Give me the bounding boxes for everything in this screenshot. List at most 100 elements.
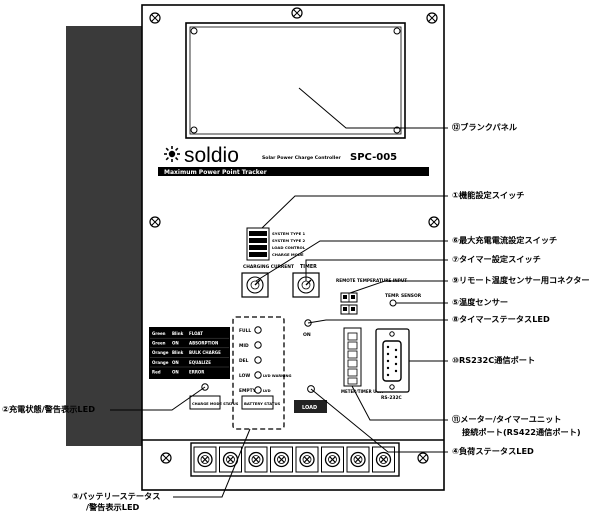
dip-switch-block[interactable] (246, 227, 270, 261)
battery-led-label: FULL (239, 328, 251, 334)
terminal-screw[interactable] (244, 446, 268, 473)
terminal-screw[interactable] (372, 446, 395, 473)
model-number: SPC-005 (350, 152, 397, 163)
panel-screw (160, 452, 172, 464)
battery-status-led (254, 341, 262, 349)
callout-text: タイマー設定スイッチ (458, 254, 541, 264)
temp-sensor (389, 299, 397, 307)
brand-tagline: Maximum Power Point Tracker (164, 169, 267, 176)
terminal-screw[interactable] (295, 446, 319, 473)
battery-led-label: LOW (239, 373, 250, 379)
callout-load-status-led: ④負荷ステータスLED (452, 446, 534, 457)
brand-name: soldio (184, 144, 239, 167)
callout-text: 充電状態/警告表示LED (8, 404, 96, 414)
status-table-cell: FLOAT (189, 331, 203, 336)
rs232c-port[interactable] (375, 328, 410, 393)
empty-extra-label: LVD (263, 389, 271, 393)
callout-rs232c-port: ⑩RS232C通信ポート (452, 355, 535, 366)
meter-timer-unit-port[interactable] (343, 327, 362, 387)
remote-sensor-label: REMOTE TEMPERATURE INPUT (336, 278, 407, 283)
callout-function-switch: ①機能設定スイッチ (452, 190, 524, 201)
status-table-cell: Orange (152, 350, 169, 355)
dip-switch-label: SYSTEM TYPE 1 (272, 231, 306, 236)
charging-current-switch[interactable] (241, 272, 269, 298)
status-table-cell: Green (152, 331, 166, 336)
status-table-cell: BULK CHARGE (189, 350, 221, 355)
status-table-cell: ERROR (189, 369, 204, 374)
panel-screw (190, 126, 198, 134)
callout-number: ⑦ (452, 254, 459, 264)
dip-switch-label: CHARGE MODE (272, 252, 304, 257)
battery-status-led (254, 356, 262, 364)
callout-text: リモート温度センサー用コネクター (458, 275, 590, 285)
panel-screw (149, 12, 161, 24)
status-table-cell: ON (172, 341, 179, 346)
status-table-cell: EQUALIZE (189, 360, 211, 365)
terminal-screw[interactable] (321, 446, 344, 473)
callout-text: /警告表示LED (86, 502, 140, 512)
terminal-screw[interactable] (219, 446, 242, 473)
remote-sensor-connector-2[interactable] (340, 304, 358, 315)
panel-screw (190, 27, 198, 35)
callout-number: ⑫ (452, 122, 461, 132)
timer-on-label: ON (303, 332, 311, 338)
blank-panel (185, 22, 406, 139)
dip-switch-label: LOAD CONTROL (272, 245, 306, 250)
callout-temp-sensor: ⑤温度センサー (452, 297, 508, 308)
callout-timer-status-led: ⑧タイマーステータスLED (452, 314, 550, 325)
temp-sensor-label: TEMP. SENSOR (385, 293, 422, 299)
terminal-screw[interactable] (193, 446, 217, 473)
callout-text: 接続ポート(RS422通信ポート) (462, 427, 581, 437)
callout-number: ⑨ (452, 275, 459, 285)
sun-logo-icon (164, 146, 180, 162)
battery-status-led (254, 386, 262, 394)
load-label: LOAD (302, 405, 317, 411)
callout-timer-switch: ⑦タイマー設定スイッチ (452, 254, 541, 265)
blank-panel-inner (189, 26, 402, 135)
callout-text: メーター/タイマーユニット (460, 414, 562, 424)
panel-screw (417, 452, 429, 464)
status-table-cell: ABSORPTION (189, 341, 218, 346)
rs232c-label: RS-232C (381, 395, 402, 401)
callout-battery-warning-led: /警告表示LED (86, 502, 139, 513)
panel-screw (426, 12, 438, 24)
callout-text: 機能設定スイッチ (458, 190, 525, 200)
status-table-cell: Blink (172, 331, 184, 336)
battery-led-label: EMPTY (239, 388, 257, 394)
charge-mode-status-box (189, 395, 221, 410)
callout-number: ④ (452, 446, 459, 456)
status-table (149, 327, 230, 379)
callout-text: バッテリーステータス (78, 491, 161, 501)
battery-led-label: MID (239, 343, 249, 349)
callout-number: ② (2, 404, 9, 414)
callout-text: ブランクパネル (460, 122, 518, 132)
callout-number: ① (452, 190, 459, 200)
callout-text: 温度センサー (458, 297, 509, 307)
leader-lines (110, 87, 448, 498)
callout-blank-panel: ⑫ブランクパネル (452, 122, 517, 133)
callout-number: ⑩ (452, 355, 459, 365)
status-table-cell: Red (152, 369, 161, 374)
brand-subtitle: Solar Power Charge Controller (262, 155, 341, 161)
callout-charge-status-led: ②充電状態/警告表示LED (2, 404, 95, 415)
charging-current-label: CHARGING CURRENT (243, 264, 294, 270)
callout-text: 最大充電電流設定スイッチ (458, 235, 558, 245)
terminal-screw[interactable] (346, 446, 370, 473)
meter-timer-unit-label: METER/TIMER UNIT (341, 389, 384, 394)
terminal-screw[interactable] (270, 446, 293, 473)
status-table-cell: Orange (152, 360, 169, 365)
callout-text: RS232C通信ポート (458, 355, 536, 365)
callout-meter-timer-unit: ⑪メーター/タイマーユニット (452, 414, 561, 425)
callout-meter-timer-unit-port: 接続ポート(RS422通信ポート) (462, 427, 581, 438)
callout-number: ⑤ (452, 297, 459, 307)
low-extra-label: LVD WARNING (263, 374, 292, 378)
panel-screw (393, 27, 401, 35)
callout-number: ⑥ (452, 235, 459, 245)
status-table-cell: Green (152, 341, 166, 346)
remote-sensor-connector[interactable] (340, 292, 358, 303)
side-heatsink (66, 26, 148, 446)
battery-led-label: DEL (239, 358, 249, 364)
battery-status-label: BATTERY STATUS (244, 401, 281, 406)
